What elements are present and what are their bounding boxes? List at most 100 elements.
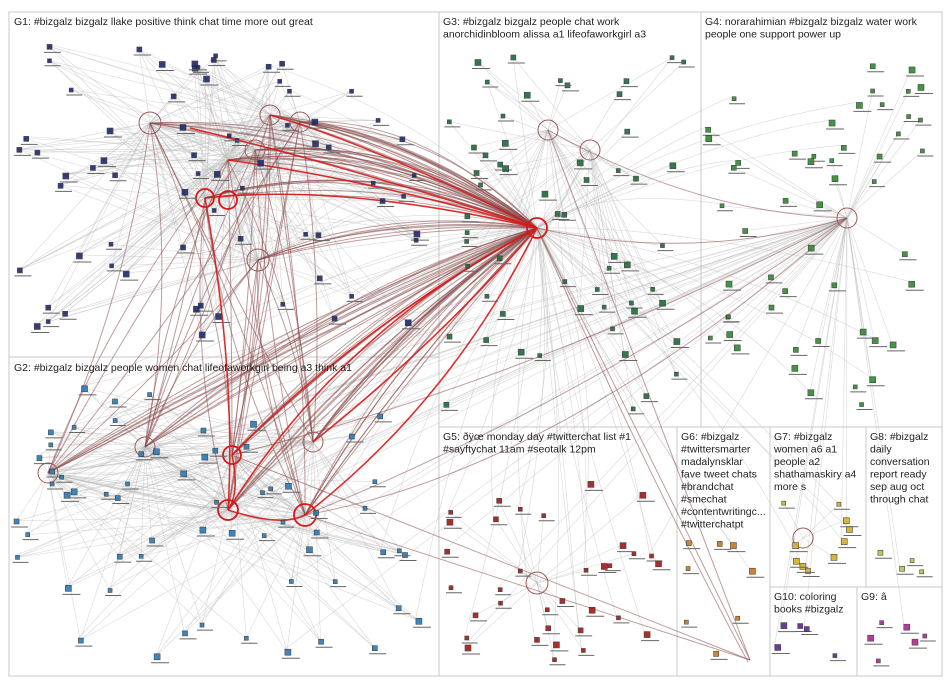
vertex-g2 [377,549,395,559]
vertex-g2 [265,486,282,495]
edges-dark [47,114,848,663]
vertex-g7 [778,500,795,509]
vertex-g3 [534,353,551,362]
vertex-g3 [620,78,638,88]
vertex-g9 [900,623,919,634]
vertex-g1 [177,244,195,254]
vertex-g4 [915,117,932,126]
vertex-g2 [114,553,132,563]
vertex-g3 [599,304,616,313]
vertex-g1 [156,61,175,71]
vertex-g4 [867,88,884,97]
vertex-g5 [613,615,630,624]
vertex-g1 [398,194,415,202]
vertex-g6 [683,566,700,575]
vertex-g1 [411,237,428,246]
group-label-g3: G3: #bizgalz bizgalz people chat work an… [443,16,646,41]
vertex-g4 [723,331,742,342]
vertex-g3 [444,119,461,128]
vertex-g7 [840,517,859,528]
vertex-g2 [412,617,431,628]
vertex-g2 [45,442,62,451]
vertex-g2 [399,552,417,562]
vertex-g9 [919,633,936,642]
vertex-g4 [867,63,885,73]
vertex-g5 [493,497,511,507]
vertex-g3 [608,253,627,263]
group-label-g7: G7: #bizgalz women a6 a1 people a2 shath… [773,431,859,493]
vertex-g3 [640,393,658,403]
hub-node-reciprocal [222,445,242,465]
vertex-g4 [812,338,830,347]
vertex-g4 [914,84,933,94]
vertex-g6 [714,541,732,550]
vertex-g3 [507,54,525,64]
group-label-g5: G5: ðÿœ monday day #twitterchat list #1 … [443,431,634,456]
vertex-g4 [780,198,798,207]
vertex-g1 [193,171,210,180]
vertex-g5 [556,598,574,608]
vertex-g4 [828,175,847,186]
vertex-g3 [581,177,599,186]
vertex-g3 [552,211,570,220]
group-label-g6: G6: #bizgalz #twittersmarter madalynskla… [681,431,769,531]
vertex-g1 [168,93,186,103]
vertex-g8 [896,565,914,575]
vertex-g2 [112,495,130,505]
vertex-g5 [575,627,593,637]
vertex-g2 [78,385,97,396]
vertex-g3 [647,287,664,295]
vertex-g3 [480,152,498,162]
vertex-g1 [178,188,197,199]
vertex-g2 [394,548,411,557]
vertex-g2 [75,637,93,647]
vertex-g5 [542,625,560,635]
hub-node [302,431,324,453]
vertex-g3 [628,406,645,415]
vertex-g5 [445,585,462,594]
group-labels: G1: #bizgalz bizgalz llake positive thin… [14,16,930,616]
vertex-g1 [284,88,301,97]
vertex-g1 [109,172,127,182]
vertex-g2 [286,579,303,587]
vertex-g1 [300,232,317,240]
vertex-g3 [494,255,512,265]
vertex-g1 [31,323,50,333]
vertex-g2 [311,529,329,539]
panel-g6 [676,426,771,677]
vertex-g4 [717,203,734,212]
vertex-g1 [200,75,219,86]
hub-node [537,119,559,141]
vertex-g2 [56,474,73,483]
hub-node-reciprocal [526,217,548,239]
vertex-g2 [135,451,153,461]
vertex-g2 [241,443,259,453]
vertex-g2 [144,392,161,401]
vertex-g3 [481,293,498,302]
vertex-g4 [857,328,876,339]
vertex-g3 [628,307,647,318]
vertex-g1 [377,198,395,208]
vertex-g3 [497,113,514,122]
vertex-g2 [105,588,122,596]
vertex-g2 [150,448,169,459]
vertex-g4 [705,335,722,344]
vertex-g3 [497,311,515,320]
vertex-g1 [346,294,363,302]
vertex-g1 [329,315,347,325]
vertex-g2 [12,555,29,563]
vertex-g1 [309,140,328,151]
vertex-g4 [903,114,920,123]
vertex-g4 [899,251,917,261]
vertex-g1 [133,46,151,56]
hub-node [37,462,59,484]
vertex-g4 [739,228,757,238]
vertex-g1 [396,136,414,146]
vertex-g2 [33,455,51,465]
vertex-g2 [109,398,127,408]
hub-node [836,207,858,229]
vertex-g4 [765,274,783,284]
vertex-g2 [374,413,392,423]
vertex-g3 [499,140,518,150]
vertex-g3 [471,170,489,180]
